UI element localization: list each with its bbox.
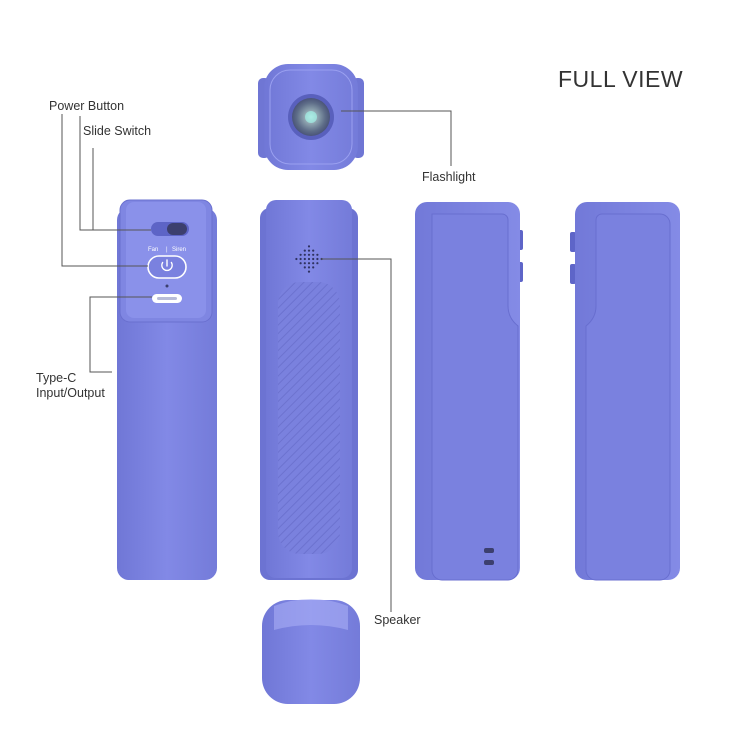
speaker-hole <box>299 257 302 261</box>
usb-c-port-icon <box>152 294 182 303</box>
leader-lines <box>61 110 452 612</box>
power-button <box>147 255 187 279</box>
speaker-hole <box>303 249 306 252</box>
speaker-hole <box>307 266 311 269</box>
label-input-output: Input/Output <box>36 386 105 400</box>
speaker-hole <box>316 262 319 265</box>
speaker-hole <box>299 253 302 256</box>
label-type-c: Type-C <box>36 371 77 385</box>
textured-grip <box>278 282 340 554</box>
switch-label-siren: Siren <box>172 247 186 253</box>
speaker-hole <box>303 257 306 261</box>
speaker-hole <box>312 257 315 261</box>
speaker-hole <box>303 266 306 269</box>
speaker-hole <box>312 253 315 256</box>
side-view-right <box>570 202 680 581</box>
label-speaker: Speaker <box>374 613 421 627</box>
switch-label-fan: Fan <box>148 247 158 253</box>
speaker-hole <box>307 257 311 261</box>
label-slide-switch: Slide Switch <box>83 124 152 138</box>
label-power-button: Power Button <box>49 99 125 113</box>
speaker-hole <box>303 262 306 265</box>
speaker-hole <box>295 257 298 261</box>
speaker-hole <box>312 262 315 265</box>
flashlight-lens-icon <box>288 94 334 140</box>
speaker-hole <box>307 245 311 248</box>
switch-divider: | <box>166 247 168 253</box>
speaker-hole <box>307 270 311 273</box>
front-view: Fan | Siren <box>117 199 217 580</box>
speaker-hole <box>316 253 319 256</box>
speaker-hole <box>307 249 311 252</box>
speaker-grille-icon <box>295 245 323 273</box>
speaker-hole <box>312 266 315 269</box>
speaker-hole <box>312 249 315 252</box>
page-title: FULL VIEW <box>558 66 684 92</box>
slide-switch: Fan | Siren <box>148 222 189 253</box>
power-icon <box>161 259 173 272</box>
top-view <box>258 64 364 170</box>
label-flashlight: Flashlight <box>422 170 476 184</box>
side-view-left <box>415 202 523 581</box>
speaker-hole <box>316 257 319 261</box>
speaker-hole <box>303 253 306 256</box>
bottom-view <box>262 599 360 704</box>
speaker-hole <box>299 262 302 265</box>
speaker-hole <box>307 262 311 265</box>
back-view <box>260 200 358 580</box>
speaker-hole <box>307 253 311 256</box>
